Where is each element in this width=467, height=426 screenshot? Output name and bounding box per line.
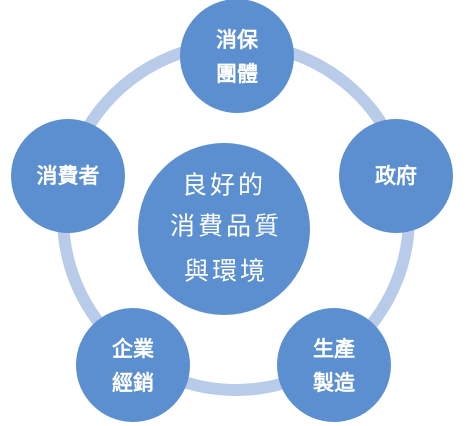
node-label-line-2: 經銷: [112, 371, 154, 395]
center-line-1: 良好的: [182, 171, 266, 200]
node-circle: [277, 308, 391, 422]
node-consumer-protection-group: 消保 團體: [180, 0, 294, 113]
center-line-3: 與環境: [184, 257, 268, 286]
node-label-line-2: 製造: [312, 371, 356, 395]
center-line-2: 消費品質: [170, 212, 282, 241]
node-circle: [76, 308, 190, 422]
node-label-line-1: 企業: [111, 337, 155, 361]
node-label-line-1: 消費者: [37, 164, 100, 188]
node-government: 政府: [339, 119, 453, 233]
node-circle: [339, 119, 453, 233]
node-producer-manufacturer: 生產 製造: [277, 308, 391, 422]
center-circle: [138, 143, 310, 315]
node-enterprise-distributor: 企業 經銷: [76, 308, 190, 422]
node-circle: [11, 119, 125, 233]
node-consumer: 消費者: [11, 119, 125, 233]
center-concept: 良好的 消費品質 與環境: [138, 143, 310, 315]
node-circle: [180, 0, 294, 113]
node-label-line-2: 團體: [216, 62, 258, 86]
node-label-line-1: 政府: [375, 164, 417, 188]
node-label-line-1: 消保: [216, 28, 259, 52]
node-label-line-1: 生產: [313, 337, 355, 361]
